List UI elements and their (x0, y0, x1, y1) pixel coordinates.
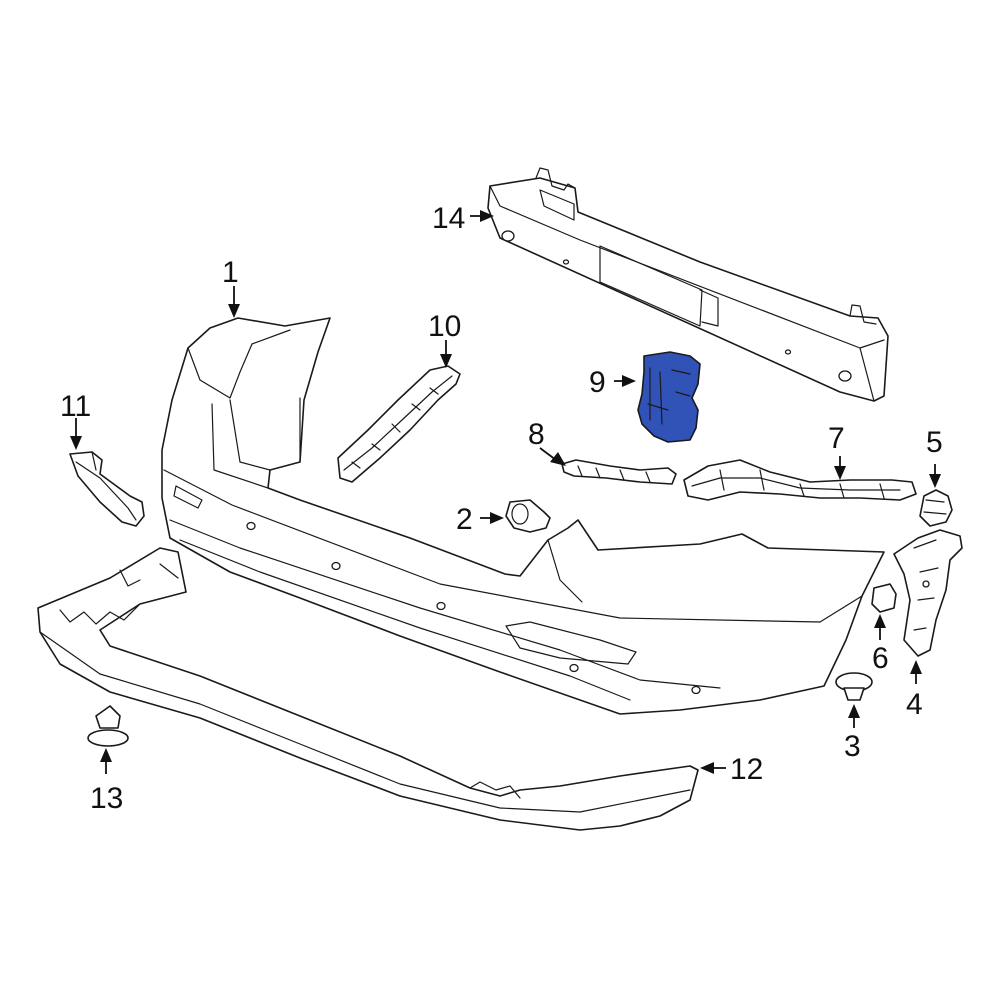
callout-8: 8 (528, 418, 545, 451)
callout-11: 11 (60, 390, 91, 423)
callout-14: 14 (432, 202, 465, 235)
part-2-push-retainer[interactable] (505, 499, 551, 533)
part-6-small-clip[interactable] (871, 583, 897, 613)
callout-9: 9 (589, 366, 606, 399)
part-4-side-bracket[interactable] (893, 529, 963, 657)
arrow-12 (700, 762, 714, 774)
arrow-11 (70, 436, 82, 450)
part-5-clip[interactable] (919, 489, 953, 527)
callout-12: 12 (730, 753, 763, 786)
arrow-2 (490, 512, 504, 524)
part-3-push-pin[interactable] (835, 672, 873, 701)
arrow-10 (440, 354, 452, 368)
arrow-13 (100, 748, 112, 762)
arrow-6 (874, 614, 886, 628)
part-10-left-guide[interactable] (337, 365, 461, 483)
part-14-impact-bar[interactable] (487, 167, 889, 402)
part-9-bracket-highlighted[interactable] (637, 351, 701, 443)
callout-13: 13 (90, 782, 123, 815)
callout-1: 1 (222, 256, 239, 289)
part-12-lower-valance[interactable] (37, 547, 699, 831)
callout-4: 4 (906, 688, 923, 721)
arrow-7 (834, 466, 846, 480)
callout-2: 2 (456, 503, 473, 536)
part-9-fill (637, 351, 701, 443)
callout-3: 3 (844, 730, 861, 763)
callout-6: 6 (872, 642, 889, 675)
arrow-8 (550, 452, 566, 466)
arrow-3 (848, 704, 860, 718)
part-11-side-reflector[interactable] (69, 451, 145, 527)
arrow-4 (910, 660, 922, 674)
callouts: 1 10 11 14 9 8 7 5 2 (60, 202, 943, 815)
part-1-bumper-cover[interactable] (161, 317, 885, 715)
callout-10: 10 (428, 310, 461, 343)
part-13-push-pin[interactable] (87, 705, 129, 747)
callout-5: 5 (926, 426, 943, 459)
callout-7: 7 (828, 422, 845, 455)
arrow-5 (929, 474, 941, 488)
arrow-9 (622, 375, 636, 387)
arrow-14 (480, 210, 494, 222)
part-8-retainer[interactable] (561, 459, 677, 485)
arrow-1 (228, 304, 240, 318)
part-7-right-guide[interactable] (683, 459, 917, 501)
